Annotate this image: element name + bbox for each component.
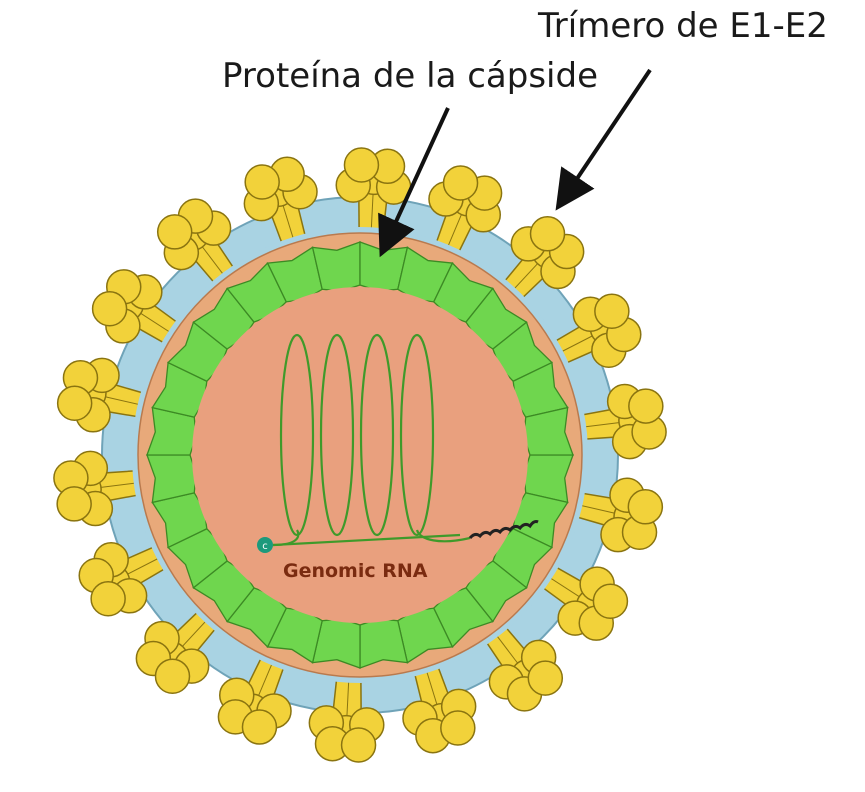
trimer-arrow — [560, 70, 650, 204]
genomic-rna-label: Genomic RNA — [283, 560, 428, 582]
rna-cap-letter: c — [262, 541, 268, 552]
